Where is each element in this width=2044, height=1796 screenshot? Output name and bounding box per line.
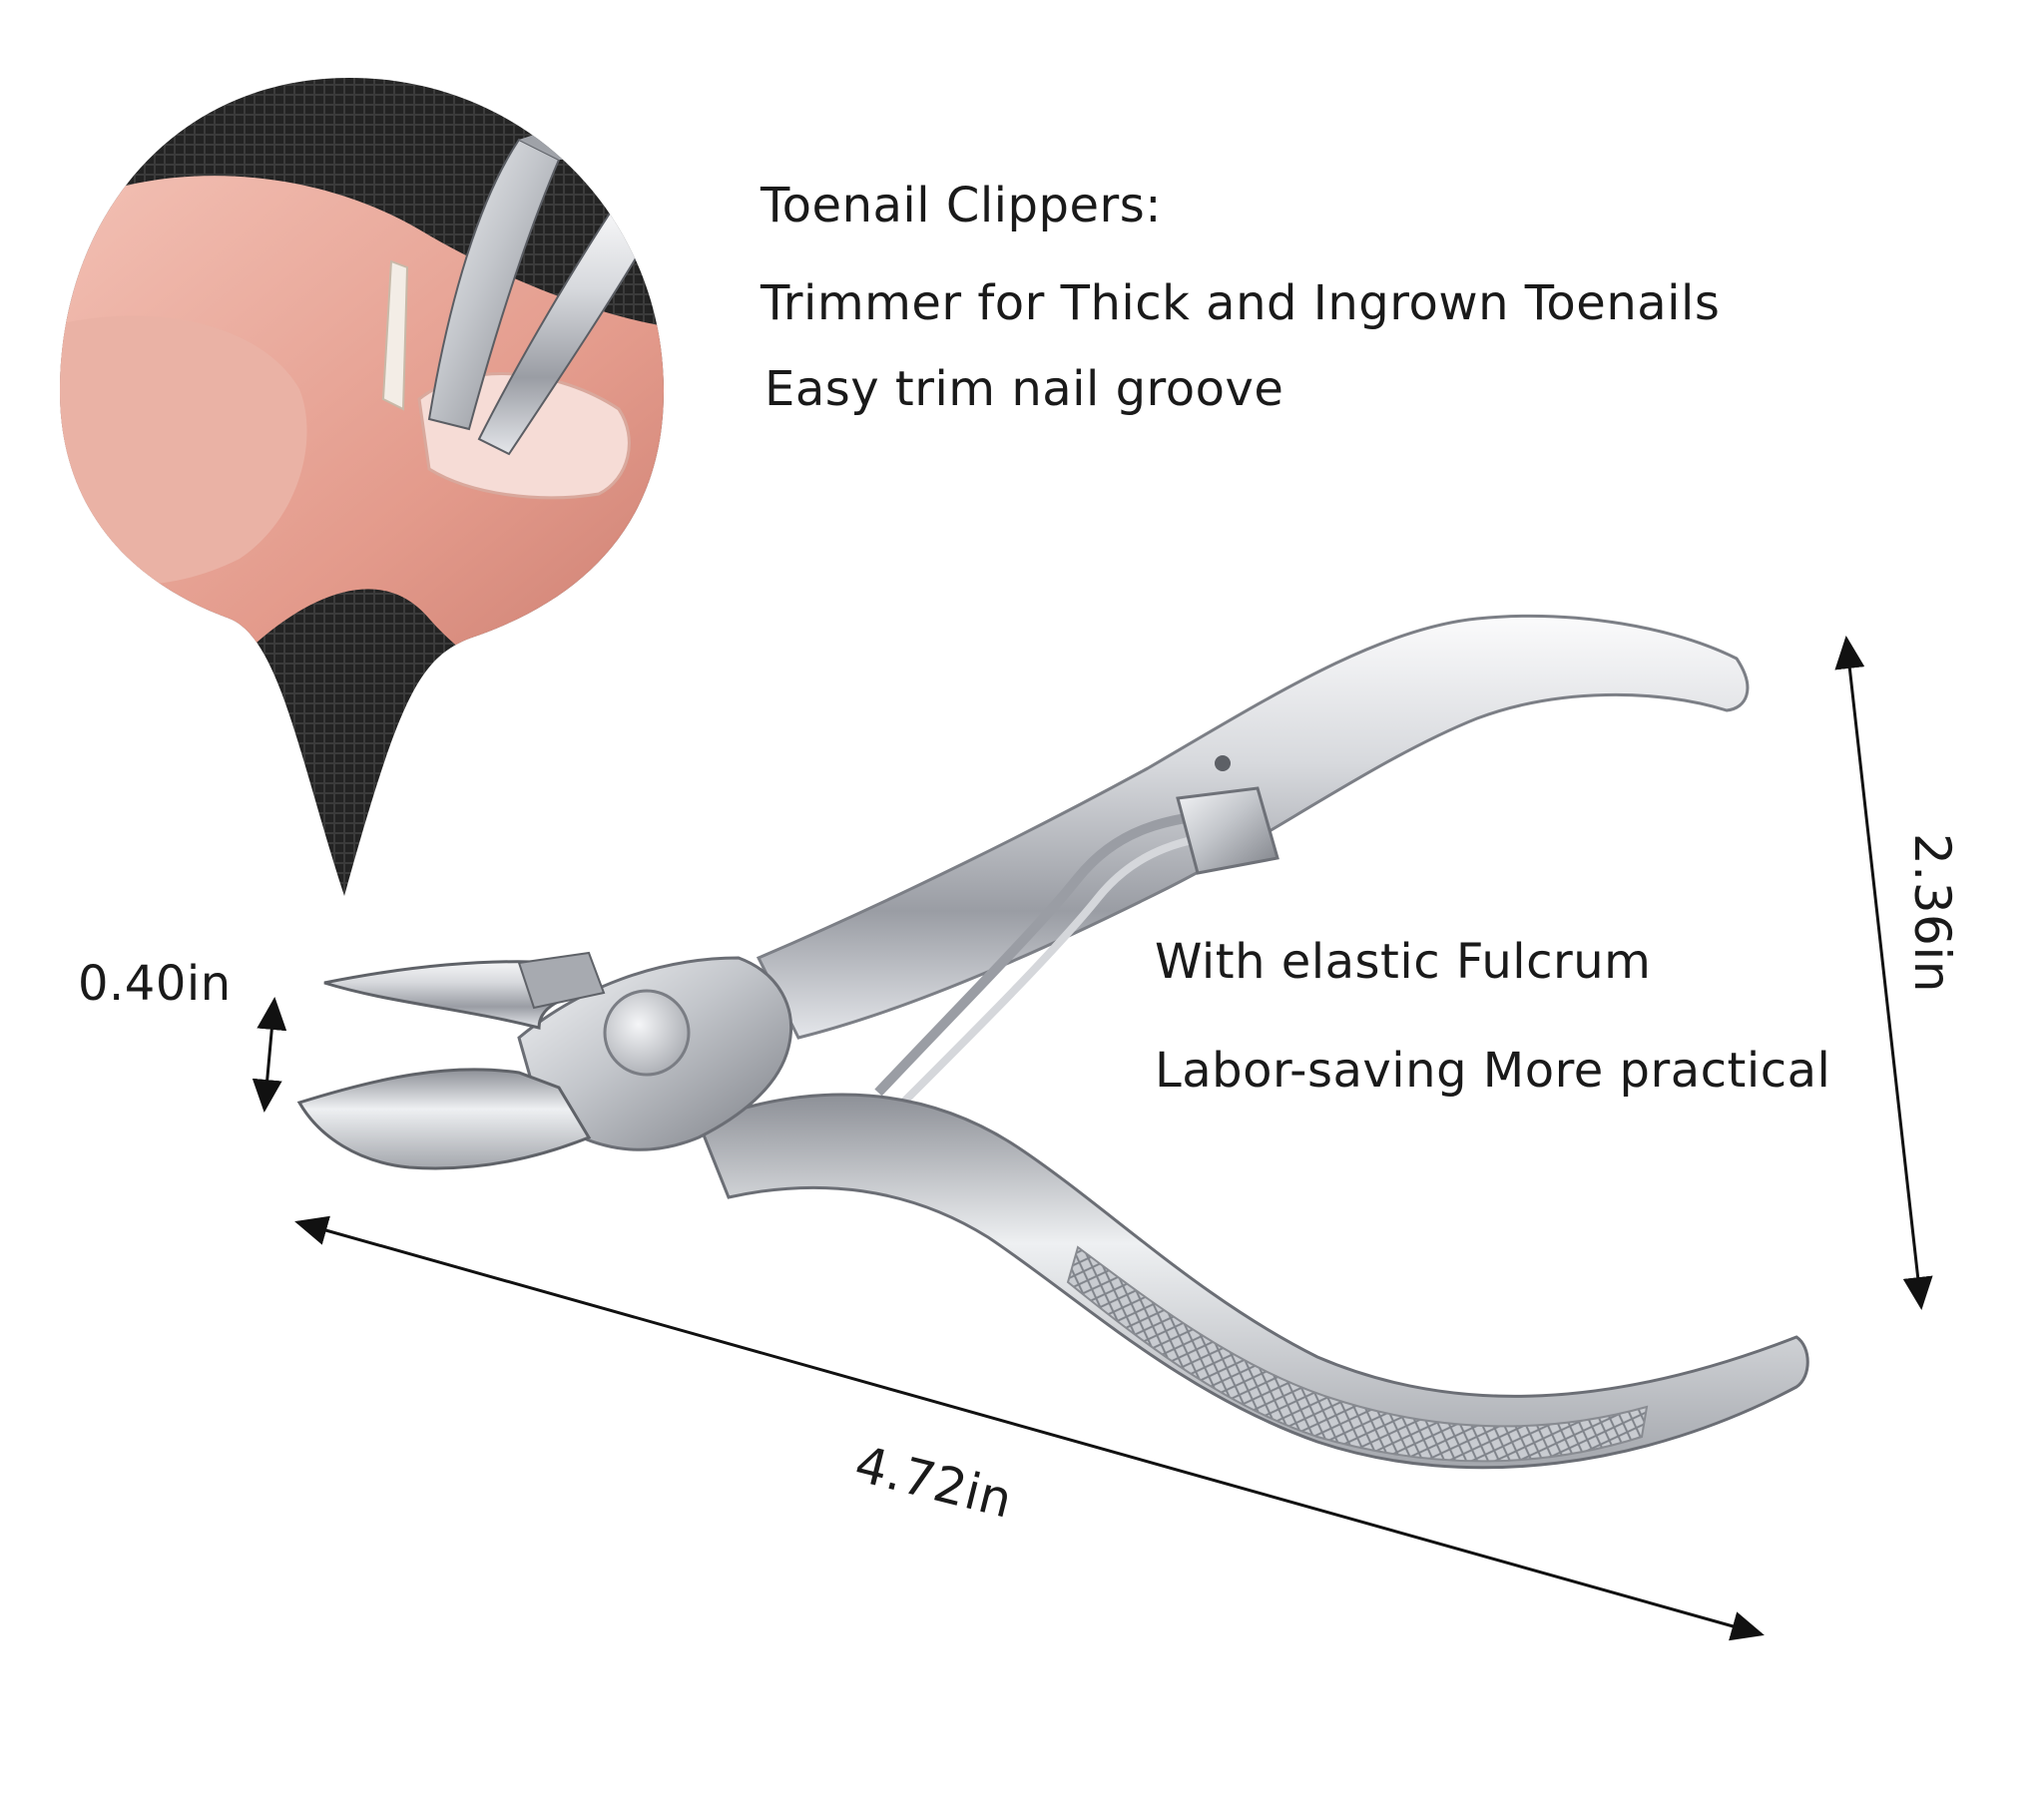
lower-jaw [296, 1068, 592, 1170]
jaw-width-arrow [252, 997, 287, 1113]
feature-line-1: With elastic Fulcrum [1155, 934, 1652, 990]
pivot-screw [603, 989, 691, 1077]
nail-fragment [381, 259, 409, 411]
inset-clipper-head [519, 100, 664, 160]
thumb-shape [60, 315, 307, 586]
jaw-width-label: 0.40in [78, 956, 232, 1012]
dimension-arrows [252, 636, 1933, 1641]
upper-jaw-shoulder [517, 951, 606, 1010]
product-subtitle-1: Trimmer for Thick and Ingrown Toenails [761, 275, 1721, 331]
spring-wire-1 [874, 808, 1229, 1097]
inset-photo-bubble [60, 78, 664, 896]
finger-shape [60, 176, 664, 710]
product-title: Toenail Clippers: [761, 178, 1162, 233]
height-label: 2.36in [1903, 833, 1961, 993]
spring-wire-2 [900, 829, 1239, 1106]
spring-hinge-block [1176, 786, 1279, 875]
hinge-rivet [1215, 755, 1231, 771]
product-subtitle-2: Easy trim nail groove [765, 361, 1284, 417]
length-arrow [294, 1215, 1765, 1641]
toenail-clipper-illustration [296, 614, 1809, 1470]
height-arrow [1834, 636, 1933, 1310]
feature-line-2: Labor-saving More practical [1155, 1043, 1831, 1099]
